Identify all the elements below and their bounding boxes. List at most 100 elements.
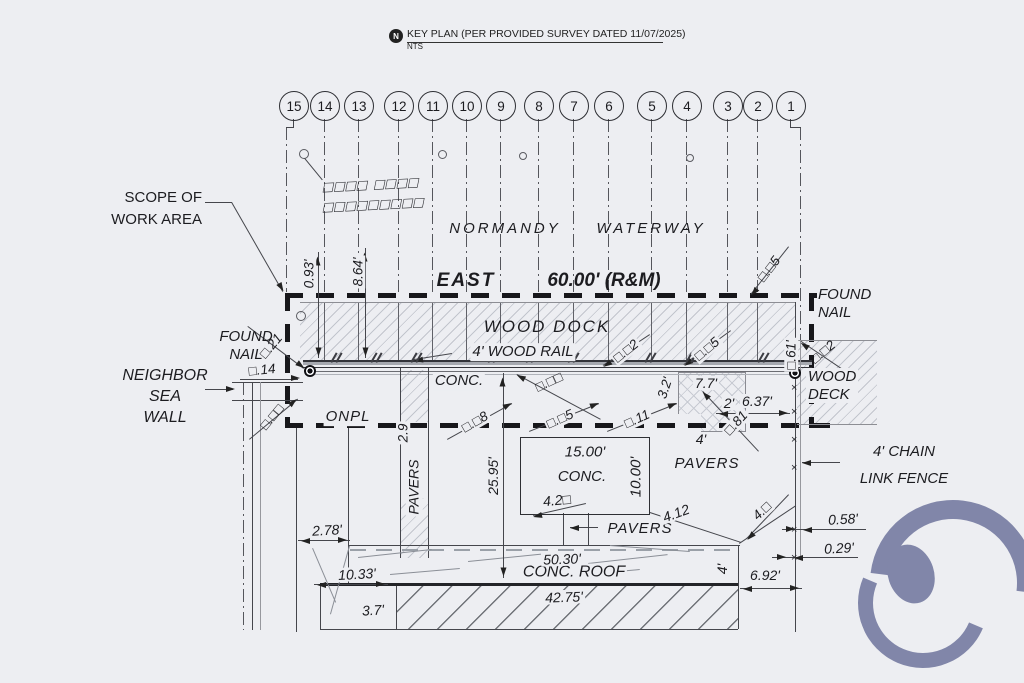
dock-pile-line <box>500 303 501 360</box>
neighbor-sea-wall-label: NEIGHBOR SEA WALL <box>122 367 208 426</box>
grid-bubble: 10 <box>452 91 482 121</box>
dock-pile-line <box>466 303 467 360</box>
pavers-strip-edge <box>428 368 429 558</box>
chain-link-fence-line <box>800 340 801 560</box>
grid-centerline <box>757 119 758 292</box>
grid-centerline <box>800 127 801 360</box>
found-nail-right-label: FOUND NAIL <box>818 286 872 321</box>
grid-centerline <box>608 119 609 292</box>
company-logo-watermark <box>836 466 1024 683</box>
grid-bubble: 13 <box>344 91 374 121</box>
dim-5030: 50.30' <box>540 550 584 568</box>
building-step-wall <box>396 583 397 629</box>
extension-line <box>312 548 337 603</box>
grid-centerline <box>398 119 399 292</box>
arrowhead <box>301 537 310 544</box>
dim-412: 4.12 <box>658 500 694 526</box>
deck-top-edge <box>797 340 877 341</box>
found-nail-left-label: FOUND NAIL <box>219 328 273 363</box>
dim-4-vert: 4' <box>714 561 730 577</box>
building-right-wall <box>738 545 739 629</box>
porch-edge <box>348 428 349 583</box>
dim-000-left: □.□□ <box>256 401 287 433</box>
grid-bubble: 3 <box>713 91 743 121</box>
arrowhead <box>719 410 728 417</box>
arrowhead <box>802 459 811 466</box>
arrowhead <box>570 524 579 531</box>
point-marker <box>438 150 447 159</box>
pavers-strip-hatch <box>401 370 428 422</box>
dim-2: 2' <box>721 395 737 411</box>
roof-overhang-dashed-line <box>350 549 737 551</box>
lot-line <box>296 428 297 632</box>
pavers-square-label: PAVERS <box>674 455 740 473</box>
dim-29: 2.9 <box>395 421 411 445</box>
wood-deck-label: WOOD DECK <box>806 368 859 404</box>
grid-leader <box>293 119 294 127</box>
grid-bubble: 1 <box>776 91 806 121</box>
east-bearing-label: EAST <box>436 269 496 291</box>
dim-37: 3.7' <box>359 601 387 619</box>
grid-leader <box>790 119 791 127</box>
building-bottom-line <box>320 629 738 630</box>
grid-centerline <box>500 119 501 292</box>
north-arrow-icon: N <box>389 29 403 43</box>
redacted-text: □□□□□□□□□ <box>321 194 427 217</box>
arrowhead <box>338 536 347 543</box>
drawing-scale: NTS <box>407 42 423 51</box>
dim-014: □.14 <box>245 360 279 379</box>
fence-leader <box>802 462 840 463</box>
grid-centerline <box>651 119 652 292</box>
onpl-label: ONPL <box>323 408 373 426</box>
east-distance-value: 60.00' (R&M) <box>547 269 661 291</box>
dim-line-278 <box>298 540 350 541</box>
dock-pile-line <box>727 303 728 360</box>
neighbor-wall-line <box>232 400 303 401</box>
grid-centerline <box>466 119 467 292</box>
arrowhead <box>743 585 752 592</box>
dim-line-1033 <box>314 584 388 585</box>
fence-x-mark: × <box>791 552 798 564</box>
grid-centerline <box>538 119 539 292</box>
grid-bubble: 12 <box>384 91 414 121</box>
fence-x-mark: × <box>791 462 798 474</box>
dim-008: □.□8 <box>457 408 493 436</box>
grid-bubble: 4 <box>672 91 702 121</box>
dock-top-edge <box>300 302 796 303</box>
grid-bubble: 6 <box>594 91 624 121</box>
dim-864: 8.64' <box>350 255 366 289</box>
dock-pile-line <box>651 303 652 360</box>
neighbor-wall-edge <box>252 382 253 630</box>
grid-bubble: 7 <box>559 91 589 121</box>
pavers-walk-edge <box>563 513 564 545</box>
dim-061: □.61' <box>783 338 799 372</box>
grid-bubble: 9 <box>486 91 516 121</box>
dock-pile-line <box>398 303 399 360</box>
roof-slope-line <box>390 568 460 575</box>
arrowhead <box>779 409 788 416</box>
fence-x-mark: × <box>791 406 798 418</box>
scope-boundary-top <box>285 293 817 298</box>
arrowhead <box>790 584 799 591</box>
scope-leader <box>231 202 284 292</box>
dim-32: 3.2' <box>654 373 676 403</box>
arrowhead <box>777 553 786 560</box>
pavers-walk-edge <box>588 513 589 545</box>
pavers-strip-label: PAVERS <box>405 457 423 517</box>
grid-leader <box>286 127 294 128</box>
neighbor-wall-edge <box>260 382 261 630</box>
dock-pile-line <box>538 303 539 360</box>
dim-029: 0.29' <box>823 539 855 557</box>
pavers-strip-edge <box>400 368 401 558</box>
arrowhead <box>803 526 812 533</box>
grid-bubble: 11 <box>418 91 448 121</box>
dim-692: 6.92' <box>748 567 782 583</box>
arrowhead <box>291 374 300 381</box>
grid-centerline <box>573 119 574 292</box>
arrowhead <box>226 385 235 392</box>
dim-line-637 <box>716 413 790 414</box>
grid-bubble: 14 <box>310 91 340 121</box>
arrowhead <box>500 567 507 576</box>
scope-of-work-label: SCOPE OF WORK AREA <box>111 189 202 228</box>
